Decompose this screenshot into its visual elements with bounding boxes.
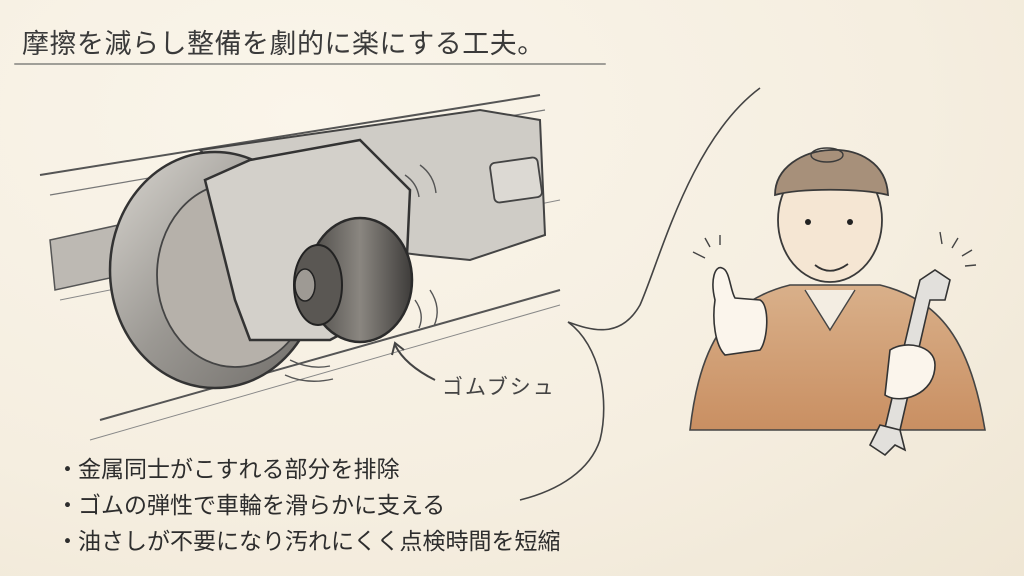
bullet-text: ゴムの弾性で車輪を滑らかに支える xyxy=(78,493,446,519)
curved-arrow-icon xyxy=(394,344,436,381)
bullet-item: ・金属同士がこすれる部分を排除 xyxy=(56,452,561,488)
bullet-marker: ・ xyxy=(56,529,79,555)
bullet-item: ・ゴムの弾性で車輪を滑らかに支える xyxy=(56,488,561,524)
wrench-icon xyxy=(868,269,951,457)
speech-bubble-outline xyxy=(519,87,761,501)
mechanic-illustration xyxy=(689,147,986,457)
slide-title: 摩擦を減らし整備を劇的に楽にする工夫。 xyxy=(22,29,545,60)
bullet-item: ・油さしが不要になり汚れにくく点検時間を短縮 xyxy=(56,524,561,560)
title-underline xyxy=(14,63,606,65)
bullet-marker: ・ xyxy=(56,457,79,483)
thumbs-up-icon xyxy=(712,266,768,356)
bullet-list: ・金属同士がこすれる部分を排除 ・ゴムの弾性で車輪を滑らかに支える ・油さしが不… xyxy=(56,452,561,560)
bullet-text: 油さしが不要になり汚れにくく点検時間を短縮 xyxy=(78,529,561,555)
wheel-assembly-sketch xyxy=(39,94,561,441)
bullet-marker: ・ xyxy=(56,493,79,519)
cap-icon xyxy=(774,149,889,197)
rubber-bushing-label: ゴムブシュ xyxy=(442,375,556,399)
bullet-text: 金属同士がこすれる部分を排除 xyxy=(78,457,400,483)
